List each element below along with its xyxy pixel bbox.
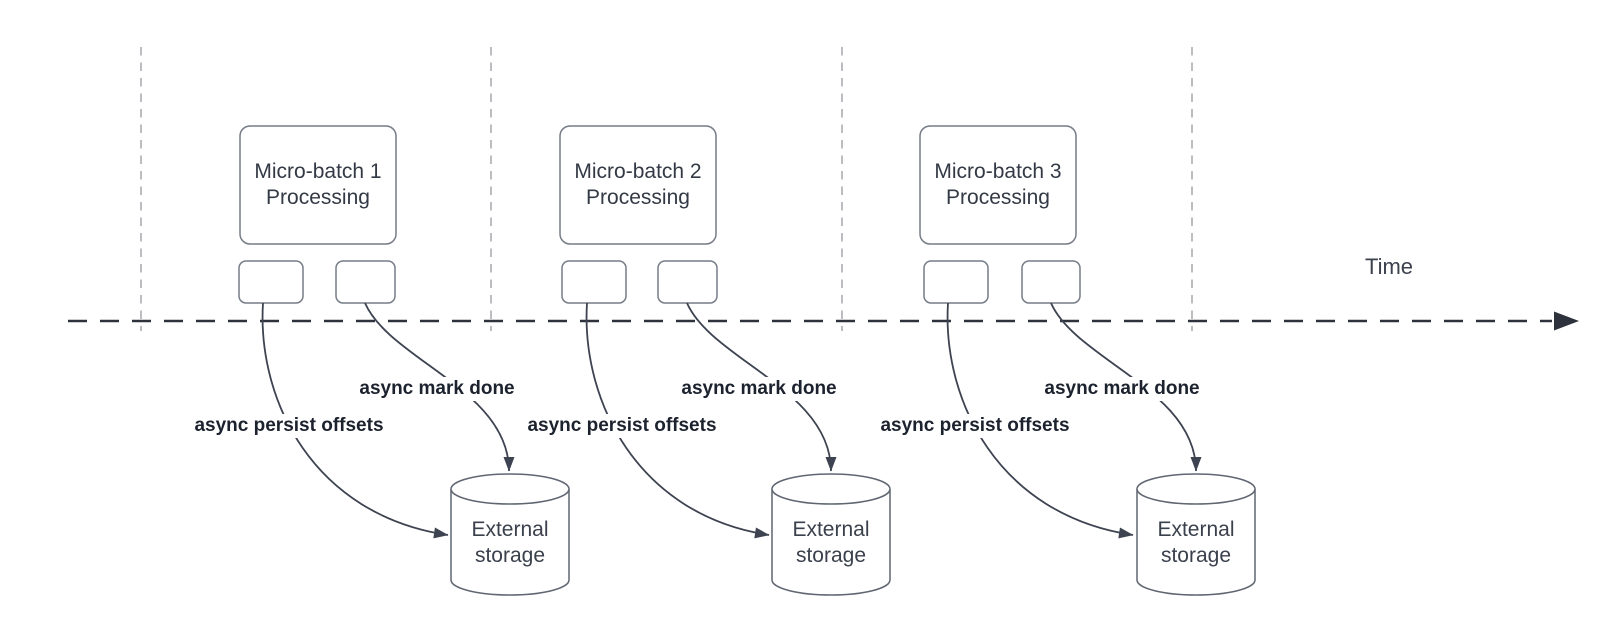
processing-box-title-3-line2: Processing <box>946 186 1050 209</box>
processing-box-title-3: Micro-batch 3 Processing <box>920 126 1076 244</box>
processing-box-1 <box>239 125 397 245</box>
mark-done-task-box-2 <box>657 260 718 304</box>
external-storage-label-2-line1: External <box>792 518 870 541</box>
persist-offsets-task-box-2 <box>561 260 627 304</box>
mark-done-label-3: async mark done <box>1040 377 1204 401</box>
external-storage-cylinder-1 <box>450 473 570 596</box>
processing-box-2 <box>559 125 717 245</box>
external-storage-cylinder-2 <box>771 473 891 596</box>
persist-offsets-arrow-1 <box>261 302 449 539</box>
processing-box-title-2: Micro-batch 2 Processing <box>560 126 716 244</box>
external-storage-label-2-line2: storage <box>795 544 867 567</box>
mark-done-task-box-1 <box>335 260 396 304</box>
processing-box-title-1-line1: Micro-batch 1 <box>254 160 382 183</box>
external-storage-label-3-line2: storage <box>1160 544 1232 567</box>
external-storage-label-1: External storage <box>450 517 570 569</box>
persist-offsets-arrow-3 <box>946 302 1134 539</box>
mark-done-label-1: async mark done <box>355 377 519 401</box>
persist-offsets-label-3: async persist offsets <box>876 414 1074 438</box>
mark-done-label-2: async mark done <box>677 377 841 401</box>
persist-offsets-label-2: async persist offsets <box>523 414 721 438</box>
time-axis-arrowhead-icon <box>1554 311 1579 331</box>
processing-box-title-3-line1: Micro-batch 3 <box>934 160 1062 183</box>
persist-offsets-arrow-2 <box>585 302 770 539</box>
processing-box-title-1-line2: Processing <box>266 186 370 209</box>
external-storage-label-3: External storage <box>1136 517 1256 569</box>
processing-box-3 <box>919 125 1077 245</box>
persist-offsets-label-1: async persist offsets <box>190 414 388 438</box>
mark-done-task-box-3 <box>1021 260 1081 304</box>
external-storage-label-1-line2: storage <box>474 544 546 567</box>
processing-box-title-2-line1: Micro-batch 2 <box>574 160 702 183</box>
external-storage-label-2: External storage <box>771 517 891 569</box>
external-storage-label-3-line1: External <box>1157 518 1235 541</box>
persist-offsets-task-box-1 <box>238 260 304 304</box>
persist-offsets-task-box-3 <box>923 260 989 304</box>
processing-box-title-2-line2: Processing <box>586 186 690 209</box>
time-axis-label: Time <box>1364 254 1414 279</box>
external-storage-cylinder-3 <box>1136 473 1256 596</box>
processing-box-title-1: Micro-batch 1 Processing <box>240 126 396 244</box>
external-storage-label-1-line1: External <box>471 518 549 541</box>
